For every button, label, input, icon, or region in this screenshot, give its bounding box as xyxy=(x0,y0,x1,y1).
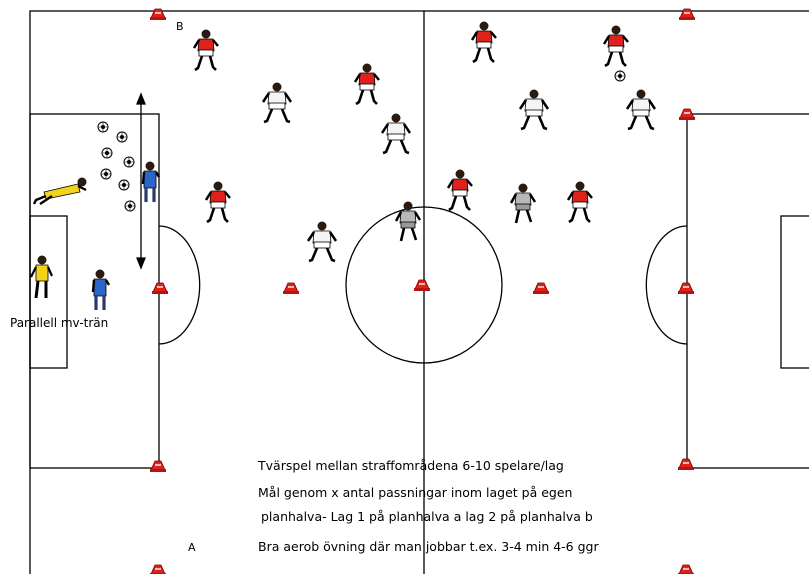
description-line: Tvärspel mellan straffområdena 6-10 spel… xyxy=(257,458,564,473)
drill-description: Tvärspel mellan straffområdena 6-10 spel… xyxy=(257,458,599,554)
corner-label-a: A xyxy=(188,541,196,554)
cone xyxy=(679,109,695,120)
red-player xyxy=(206,182,230,223)
ball xyxy=(117,132,127,142)
ball xyxy=(615,71,625,81)
red-player xyxy=(472,22,496,63)
red-player xyxy=(568,182,592,223)
red-player xyxy=(604,26,628,67)
goalkeeper-standing xyxy=(31,256,52,299)
parallel-training-label: Parallell mv-trän xyxy=(10,316,108,330)
white-player xyxy=(263,83,291,123)
cone xyxy=(414,280,430,291)
red-player xyxy=(355,64,379,105)
cone xyxy=(678,283,694,294)
ball xyxy=(125,201,135,211)
coach-figure xyxy=(93,270,109,311)
red-player xyxy=(448,170,472,211)
players xyxy=(93,22,655,311)
white-player xyxy=(520,90,548,130)
ball xyxy=(98,122,108,132)
right-penalty-arc xyxy=(646,226,687,344)
cone xyxy=(150,565,166,574)
ball xyxy=(102,148,112,158)
description-line: Bra aerob övning där man jobbar t.ex. 3-… xyxy=(258,539,599,554)
white-player xyxy=(627,90,655,130)
right-goal-area xyxy=(781,216,809,368)
left-penalty-arc xyxy=(159,226,200,344)
cone xyxy=(152,283,168,294)
white-player xyxy=(308,222,336,262)
description-line: planhalva- Lag 1 på planhalva a lag 2 på… xyxy=(261,509,593,524)
right-penalty-area xyxy=(687,114,809,468)
cone xyxy=(678,459,694,470)
ball xyxy=(101,169,111,179)
corner-label-b: B xyxy=(176,20,184,33)
cone xyxy=(150,461,166,472)
coach-figure xyxy=(143,162,159,203)
grey-player xyxy=(511,184,535,224)
goalkeeper-diving xyxy=(34,178,87,205)
ball xyxy=(119,180,129,190)
cone xyxy=(283,283,299,294)
red-player xyxy=(194,30,218,71)
cone xyxy=(678,565,694,574)
cone xyxy=(533,283,549,294)
white-player xyxy=(382,114,410,154)
description-line: Mål genom x antal passningar inom laget … xyxy=(258,485,572,500)
ball xyxy=(124,157,134,167)
